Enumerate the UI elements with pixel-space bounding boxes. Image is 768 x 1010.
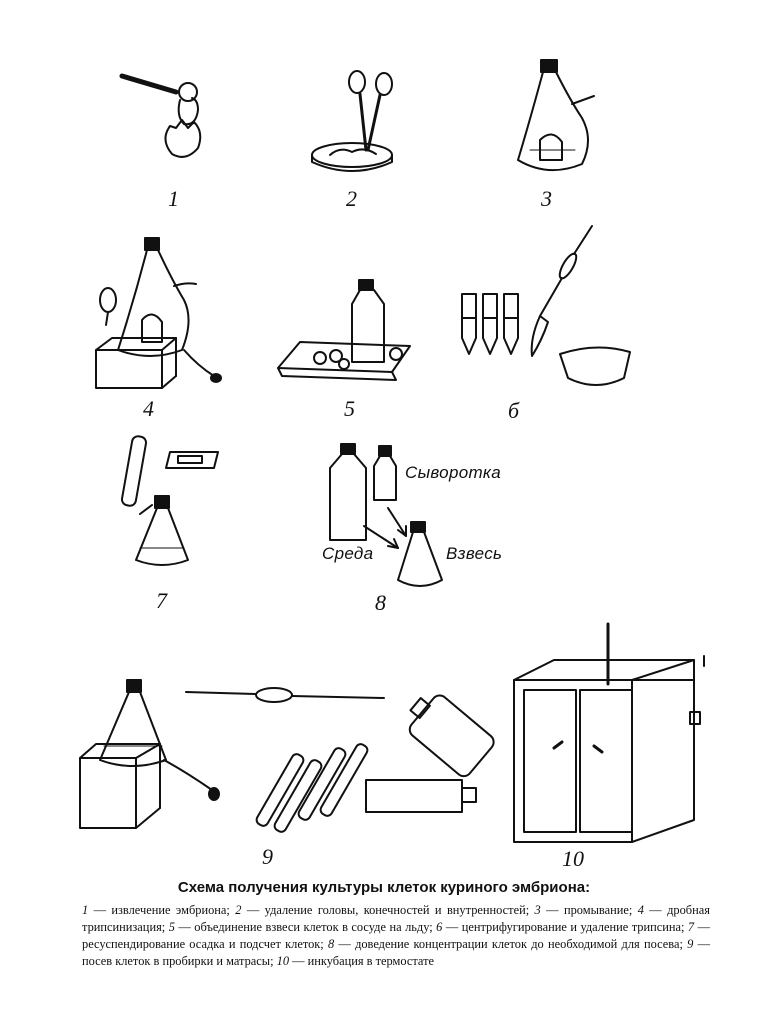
step-8-illustration: [329, 443, 443, 587]
step-7-illustration: [120, 435, 219, 566]
caption-item-number: 5: [168, 920, 175, 934]
caption-item-text: извлечение эмбриона;: [111, 903, 230, 917]
caption-item-number: 1: [82, 903, 89, 917]
step-4-illustration: [95, 237, 222, 389]
caption-item-text: дробная трипсинизация;: [82, 903, 710, 934]
step-6-illustration: [461, 225, 631, 386]
step-number-6: б: [508, 398, 520, 423]
caption-body: 1 — извлечение эмбриона; 2 — удаление го…: [82, 903, 710, 968]
step-number-7: 7: [156, 588, 167, 613]
caption-item-number: 7: [687, 920, 695, 934]
step-number-1: 1: [168, 186, 179, 211]
step-number-9: 9: [262, 844, 273, 869]
step-number-4: 4: [143, 396, 154, 421]
serum-label: Сыворотка: [405, 463, 501, 482]
caption-item-number: 6: [436, 920, 443, 934]
step-number-8: 8: [375, 590, 386, 615]
caption-item-number: 3: [534, 903, 541, 917]
caption-item-text: инкубация в термостате: [307, 954, 435, 968]
step-1-illustration: [119, 73, 202, 158]
step-9a-illustration: [79, 679, 220, 829]
caption-item-number: 9: [687, 937, 694, 951]
step-number-10: 10: [562, 846, 584, 871]
step-5-illustration: [277, 279, 411, 381]
caption-item-number: 4: [637, 903, 644, 917]
step-number-3: 3: [541, 186, 552, 211]
suspension-label: Взвесь: [446, 544, 503, 563]
step-2-illustration: [311, 70, 393, 172]
caption-item-number: 2: [235, 903, 242, 917]
caption-item-text: удаление головы, конечностей и внутренно…: [264, 903, 530, 917]
step-number-2: 2: [346, 186, 357, 211]
caption-item-text: посев клеток в пробирки и матрасы;: [82, 954, 274, 968]
caption-item-number: 8: [327, 937, 335, 951]
caption-item-number: 10: [276, 954, 290, 968]
caption-item-text: центрифугирование и удаление трипсина;: [461, 920, 685, 934]
medium-label: Среда: [322, 544, 374, 563]
caption-title: Схема получения культуры клеток куриного…: [177, 879, 591, 896]
diagram-figure: 1 2 3 4 5 б 7 8 9 10 Сыворотка Среда Взв…: [79, 59, 705, 871]
caption-item-text: объединение взвеси клеток в сосуде на ль…: [194, 920, 433, 934]
step-10-illustration: [513, 622, 705, 843]
caption-item-text: ресуспендирование осадка и подсчет клето…: [82, 937, 324, 951]
step-9b-illustration: [185, 687, 495, 833]
caption-item-text: доведение концентрации клеток до необход…: [355, 937, 683, 951]
step-3-illustration: [517, 59, 595, 172]
step-number-5: 5: [344, 396, 355, 421]
caption-item-text: промывание;: [563, 903, 633, 917]
